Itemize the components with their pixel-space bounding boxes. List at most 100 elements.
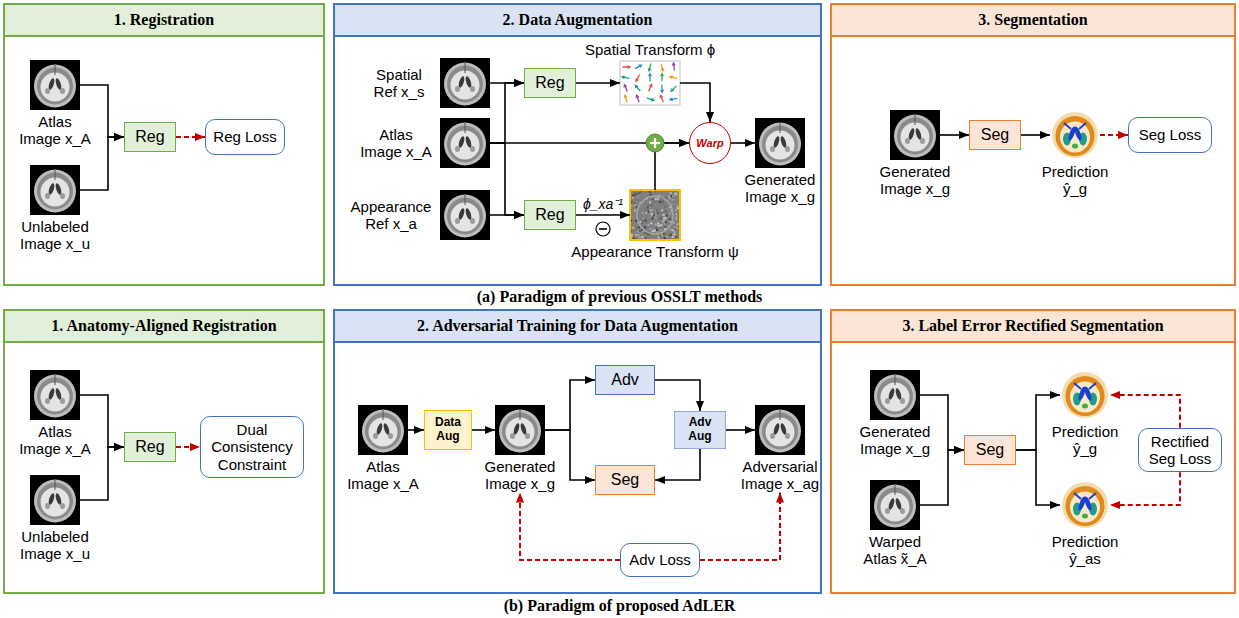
box-label: Seg Loss xyxy=(1139,126,1202,143)
noise-speck xyxy=(639,191,641,193)
mri-background xyxy=(755,405,805,455)
flow-arrow-head xyxy=(672,62,676,66)
image-slot xyxy=(30,370,80,420)
caption-block: Prediction ŷ_g xyxy=(1037,163,1113,198)
noise-speck xyxy=(651,217,653,219)
image-caption: Unlabeled Image x_u xyxy=(17,218,93,253)
midline xyxy=(465,123,466,133)
brain-illustration xyxy=(440,58,490,108)
mri-background xyxy=(30,165,80,215)
caption-block: Atlas Image x_A xyxy=(358,126,434,161)
box-label: Warp xyxy=(696,137,723,150)
pred-illustration xyxy=(1050,110,1100,160)
noise-speck xyxy=(663,214,665,216)
prediction-background xyxy=(1060,370,1110,420)
deep-nucleus xyxy=(60,398,65,404)
seg-branch xyxy=(1064,123,1071,129)
noise-speck xyxy=(658,236,660,238)
image-slot xyxy=(620,61,680,105)
noise-speck xyxy=(640,219,642,221)
image-slot xyxy=(1050,110,1100,160)
noise-speck xyxy=(664,217,666,219)
mri-background xyxy=(440,118,490,168)
noise-speck xyxy=(646,216,648,218)
process-box: Reg xyxy=(124,122,176,152)
caption-block: Warped Atlas x̃_A xyxy=(857,533,933,568)
noise-speck xyxy=(634,204,636,206)
noise-speck xyxy=(645,204,647,206)
image-slot xyxy=(755,405,805,455)
flow-arrow xyxy=(940,134,969,136)
brain-illustration xyxy=(495,405,545,455)
caption-block: Spatial Ref x_s xyxy=(364,66,434,101)
image-node: Adversarial Image x_ag xyxy=(739,405,821,493)
image-slot xyxy=(30,165,80,215)
noise-speck xyxy=(660,225,662,227)
noise-speck xyxy=(660,217,662,219)
noise-speck xyxy=(670,234,672,236)
image-node: Generated Image x_g xyxy=(742,118,818,206)
faint-brain-shape xyxy=(637,196,673,234)
flow-arrow xyxy=(655,380,700,411)
noise-speck xyxy=(641,236,643,238)
white-matter xyxy=(41,73,70,102)
loss-arrow xyxy=(1110,395,1180,428)
deep-nucleus xyxy=(885,398,890,404)
panel-header-band: 1. Registration xyxy=(5,5,323,37)
noise-speck xyxy=(649,201,651,203)
seg-outer xyxy=(1052,112,1098,158)
box-label: Reg Loss xyxy=(213,128,276,145)
noise-speck xyxy=(636,201,638,203)
noise-speck xyxy=(655,198,657,200)
sub-caption: (a) Paradigm of previous OSSLT methods xyxy=(0,288,1239,306)
flow-arrow-head xyxy=(638,64,642,68)
deep-nucleus xyxy=(60,193,65,199)
flow-arrow-head xyxy=(624,94,628,98)
white-matter xyxy=(41,383,70,412)
caption-block: Appearance Transform ψ xyxy=(571,243,738,260)
plus-bar xyxy=(654,138,656,148)
noise-speck xyxy=(636,200,638,202)
flow-arrow xyxy=(731,142,755,144)
noise-speck xyxy=(675,209,677,211)
noise-speck xyxy=(656,209,658,211)
box-label: Seg xyxy=(976,441,1004,459)
caption-block: Atlas Image x_A xyxy=(345,458,421,493)
brain-outline xyxy=(34,375,76,418)
noise-speck xyxy=(657,223,659,225)
process-box: Seg xyxy=(964,435,1016,465)
caption-block: Generated Image x_g xyxy=(482,458,558,493)
seg-brainstem xyxy=(1082,404,1088,409)
panel-heading: 1. Registration xyxy=(114,11,214,29)
noise-speck xyxy=(664,214,666,216)
caption-block: Generated Image x_g xyxy=(857,423,933,458)
brain-outline xyxy=(444,63,486,106)
minus-bar xyxy=(599,228,607,230)
brain-illustration xyxy=(440,118,490,168)
image-slot xyxy=(358,405,408,455)
noise-speck xyxy=(665,215,667,217)
noise-speck xyxy=(632,203,634,205)
caption-block: Appearance Ref x_a xyxy=(348,198,434,233)
noise-speck xyxy=(648,206,650,208)
white-matter xyxy=(766,131,795,160)
image-node: Spatial Ref x_s xyxy=(364,58,490,108)
deep-nucleus xyxy=(470,218,475,224)
noise-speck xyxy=(636,206,638,208)
deep-nucleus xyxy=(785,146,790,152)
seg-outer xyxy=(1062,482,1108,528)
image-node: Atlas Image x_A xyxy=(345,405,421,493)
white-matter xyxy=(451,131,480,160)
panel-heading: 3. Label Error Rectified Segmentation xyxy=(902,317,1163,335)
caption-block: Generated Image x_g xyxy=(742,171,818,206)
image-slot xyxy=(1060,480,1110,530)
noise-speck xyxy=(674,227,676,229)
paradigm-panel: Generated Image x_gWarped Atlas x̃_ASegP… xyxy=(830,309,1236,594)
panel-heading: 2. Data Augmentation xyxy=(503,11,653,29)
noise-speck xyxy=(640,221,642,223)
noise-speck xyxy=(639,237,641,239)
flow-arrow-head xyxy=(635,78,639,83)
white-matter xyxy=(506,418,535,447)
noise-speck xyxy=(677,223,679,225)
noise-speck xyxy=(632,197,634,199)
